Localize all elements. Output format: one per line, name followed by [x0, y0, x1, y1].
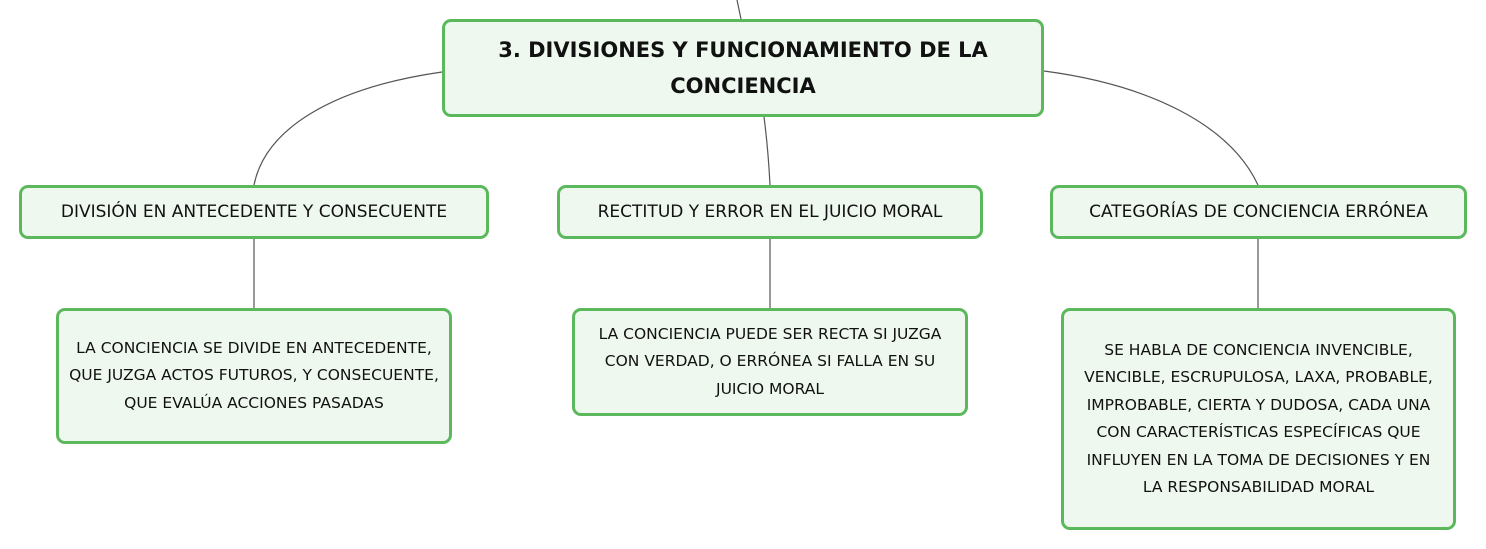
detail-topic-text: SE HABLA DE CONCIENCIA INVENCIBLE, VENCI…: [1084, 340, 1433, 497]
branch-topic-text: RECTITUD Y ERROR EN EL JUICIO MORAL: [597, 202, 943, 222]
root-topic[interactable]: 3. DIVISIONES Y FUNCIONAMIENTO DE LA CON…: [442, 19, 1044, 117]
connector-root-to-branch-1: [253, 71, 443, 186]
branch-topic-text: DIVISIÓN EN ANTECEDENTE Y CONSECUENTE: [60, 202, 448, 222]
root-topic-text: 3. DIVISIONES Y FUNCIONAMIENTO DE LA CON…: [498, 38, 988, 98]
detail-topic-antecedente-consecuente[interactable]: LA CONCIENCIA SE DIVIDE EN ANTECEDENTE, …: [56, 308, 452, 444]
branch-topic-antecedente-consecuente[interactable]: DIVISIÓN EN ANTECEDENTE Y CONSECUENTE: [19, 185, 489, 239]
detail-topic-categorias[interactable]: SE HABLA DE CONCIENCIA INVENCIBLE, VENCI…: [1061, 308, 1456, 530]
branch-topic-text: CATEGORÍAS DE CONCIENCIA ERRÓNEA: [1089, 202, 1428, 222]
branch-topic-rectitud-error[interactable]: RECTITUD Y ERROR EN EL JUICIO MORAL: [557, 185, 983, 239]
connector-root-to-branch-2: [763, 116, 771, 186]
connector-from-parent: [736, 0, 742, 20]
detail-topic-text: LA CONCIENCIA PUEDE SER RECTA SI JUZGA C…: [598, 324, 942, 398]
detail-topic-text: LA CONCIENCIA SE DIVIDE EN ANTECEDENTE, …: [69, 338, 439, 412]
detail-topic-rectitud-error[interactable]: LA CONCIENCIA PUEDE SER RECTA SI JUZGA C…: [572, 308, 968, 416]
connector-root-to-branch-3: [1043, 70, 1259, 186]
branch-topic-categorias[interactable]: CATEGORÍAS DE CONCIENCIA ERRÓNEA: [1050, 185, 1467, 239]
